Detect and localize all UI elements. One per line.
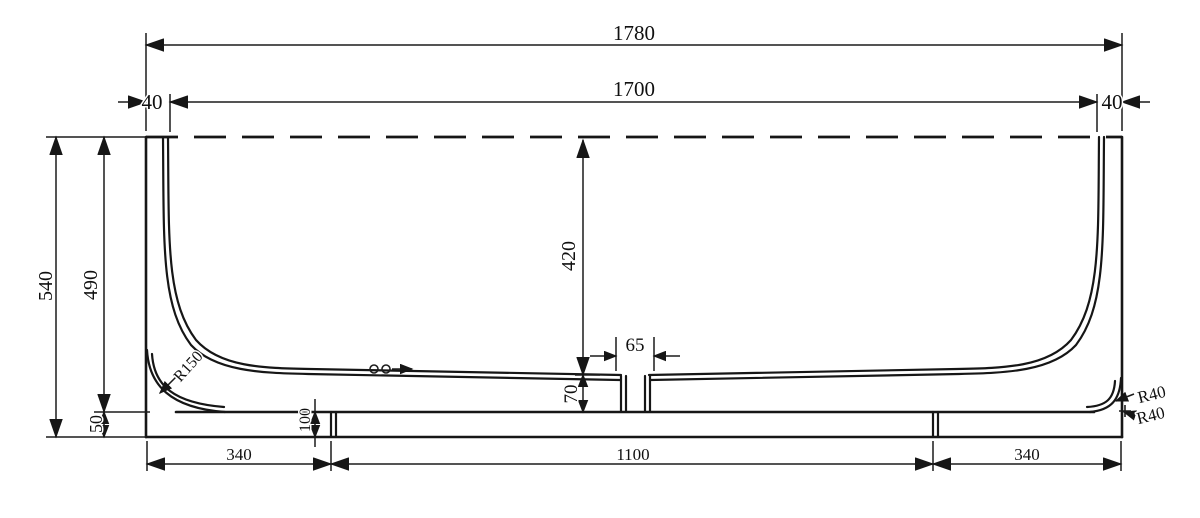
dim-overall-length-label: 1780 bbox=[613, 21, 655, 45]
dim-bottom-thickness-label: 70 bbox=[561, 385, 582, 404]
radius-center-mark bbox=[1119, 405, 1131, 417]
radius-right-outer-leader bbox=[1114, 391, 1135, 402]
leader-lines bbox=[158, 376, 1138, 421]
drain-section bbox=[619, 374, 652, 413]
right-bottom-corner-curve bbox=[1088, 376, 1123, 414]
tub-outline bbox=[144, 135, 1124, 439]
slope-indicator bbox=[369, 363, 414, 375]
dim-rim-length-label: 1700 bbox=[613, 77, 655, 101]
dim-foot-height-label: 100 bbox=[297, 408, 314, 432]
dim-edge-left-label: 40 bbox=[142, 90, 163, 114]
dim-drain-width-label: 65 bbox=[626, 335, 645, 356]
dim-edge-right-label: 40 bbox=[1102, 90, 1123, 114]
foot-steps bbox=[329, 410, 940, 439]
dim-base-span-label: 1100 bbox=[616, 445, 649, 464]
dim-skirt-height-label: 50 bbox=[86, 415, 106, 433]
dim-base-left-label: 340 bbox=[226, 445, 252, 464]
dim-base-right-label: 340 bbox=[1014, 445, 1040, 464]
dim-depth-label: 420 bbox=[558, 241, 580, 271]
radius-right-outer-label: R40 bbox=[1136, 382, 1168, 407]
radius-left-leader bbox=[158, 376, 177, 395]
right-bottom-corner-curve-inner bbox=[1085, 379, 1117, 409]
dimension-lines bbox=[49, 38, 1150, 471]
dim-total-height-label: 540 bbox=[35, 271, 57, 301]
dim-body-height-label: 490 bbox=[80, 270, 102, 300]
interior-profile bbox=[161, 135, 1106, 382]
